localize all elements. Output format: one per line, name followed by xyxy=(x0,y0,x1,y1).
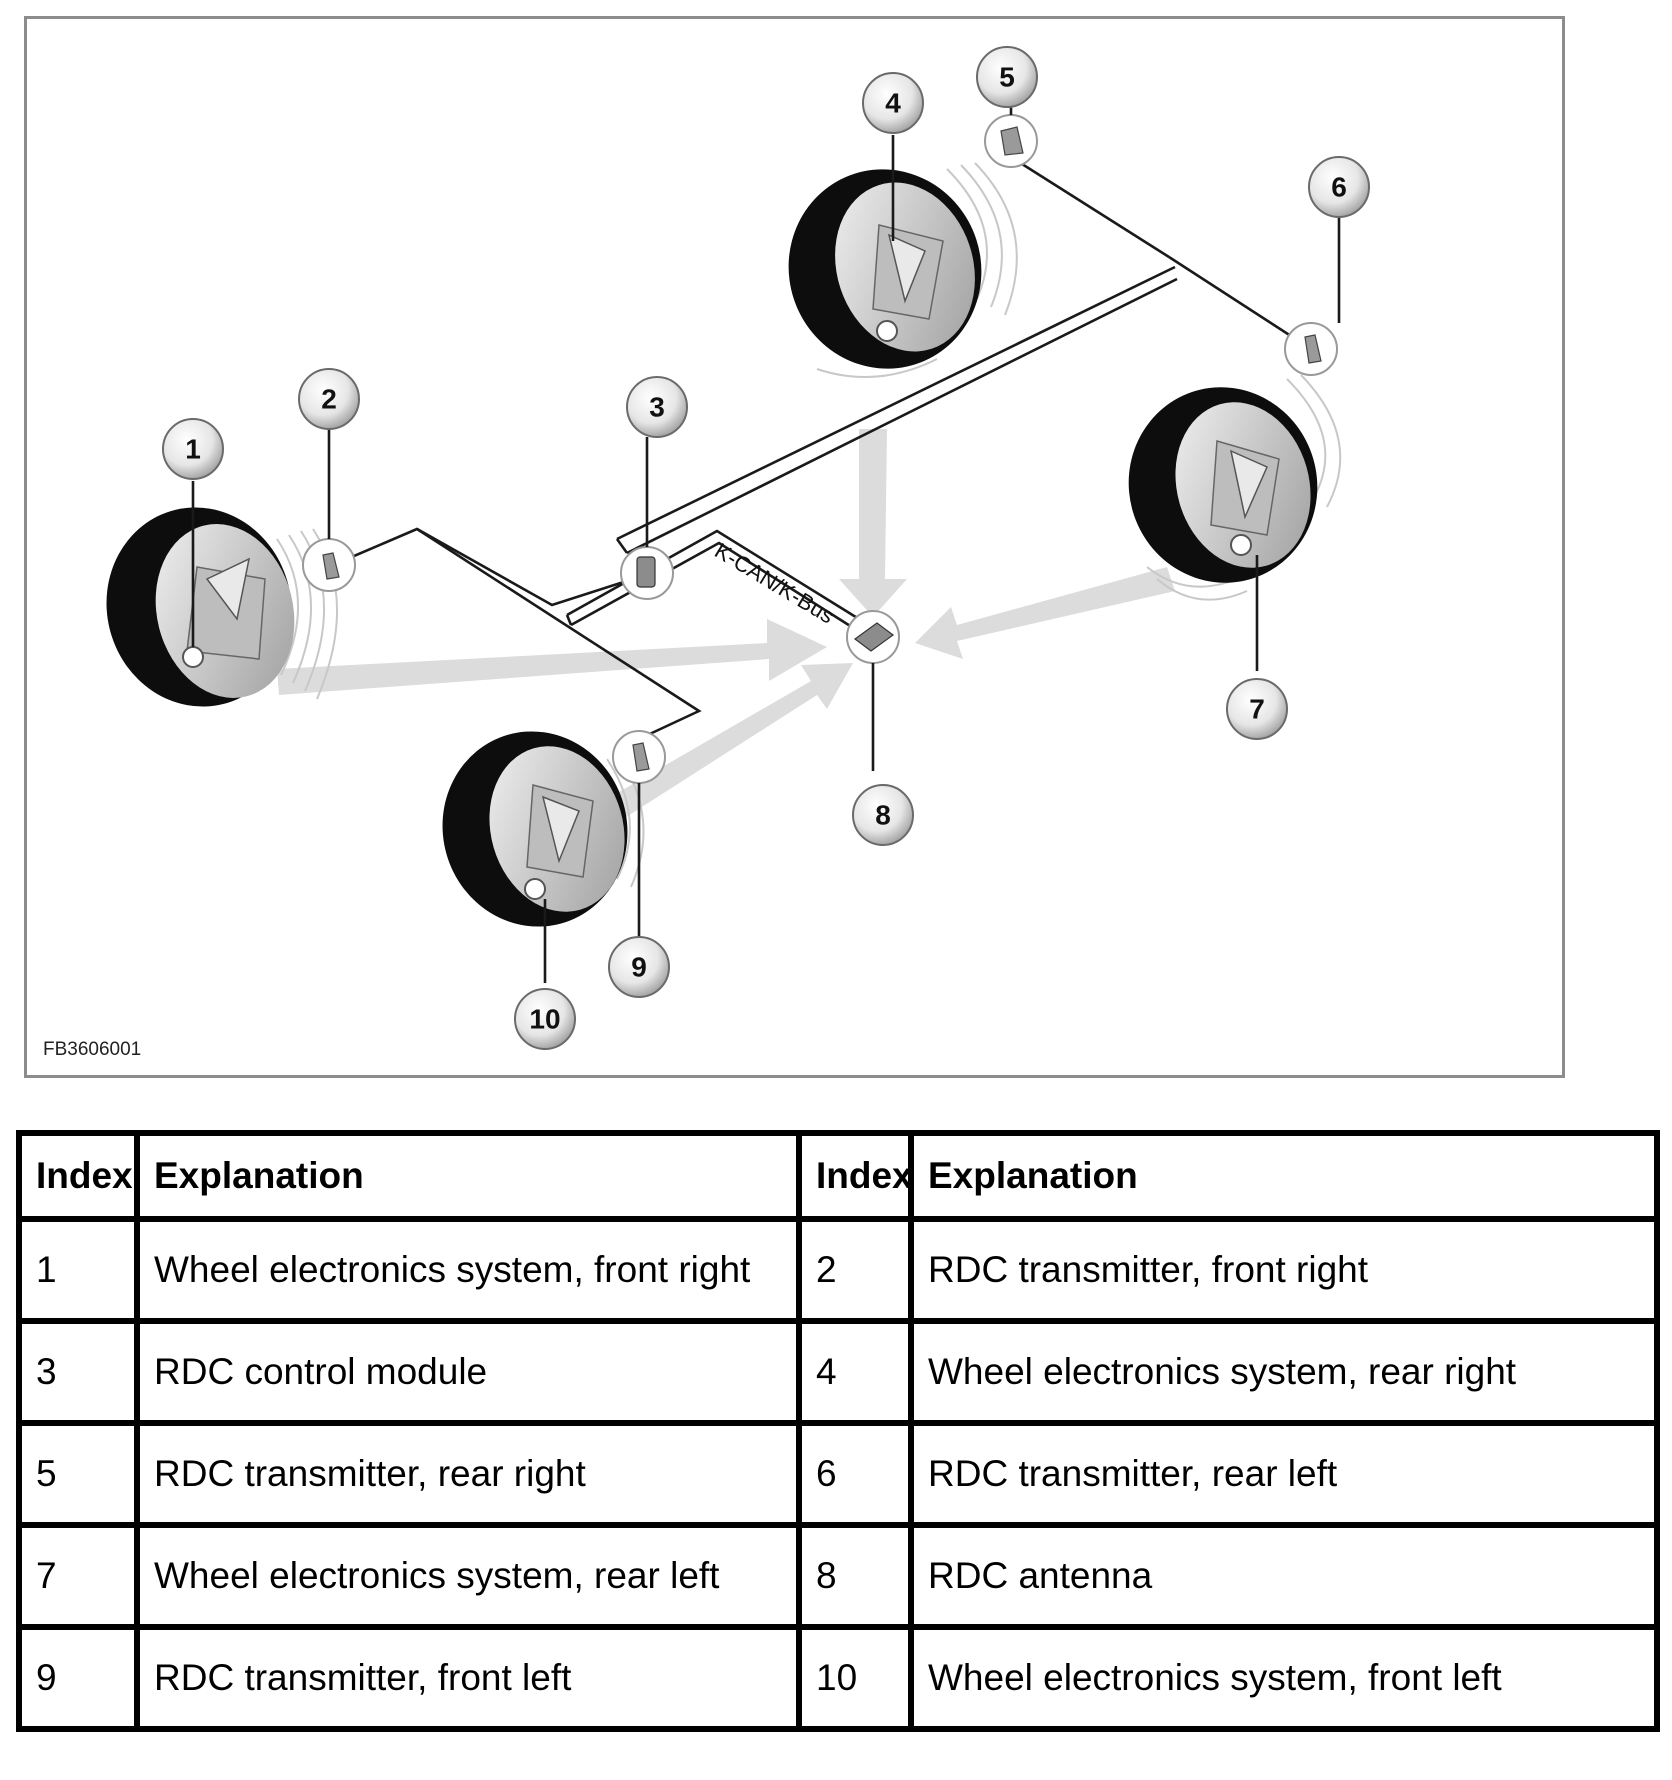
wire-transmitter-front-right xyxy=(346,527,640,607)
svg-text:8: 8 xyxy=(875,800,891,831)
wire-transmitter-rear-right xyxy=(1010,155,1170,259)
index-cell: 5 xyxy=(16,1420,140,1528)
callout-4: 4 xyxy=(862,72,924,134)
legend-header-row: Index Explanation Index Explanation xyxy=(16,1130,1660,1222)
index-cell: 10 xyxy=(796,1624,914,1732)
table-row: 9 RDC transmitter, front left 10 Wheel e… xyxy=(16,1624,1660,1732)
svg-text:9: 9 xyxy=(631,952,647,983)
components xyxy=(302,114,1338,784)
wheel-rear-right xyxy=(788,162,1018,378)
wire-kcan-a xyxy=(566,529,860,621)
header-index-1: Index xyxy=(16,1130,140,1222)
wire-kcan-b xyxy=(570,541,856,631)
svg-text:3: 3 xyxy=(649,392,665,423)
explanation-cell: Wheel electronics system, rear right xyxy=(908,1318,1660,1426)
index-cell: 8 xyxy=(796,1522,914,1630)
transmitter-front-right-node xyxy=(302,538,356,592)
index-cell: 6 xyxy=(796,1420,914,1528)
arrow-front-left xyxy=(607,663,853,819)
table-row: 3 RDC control module 4 Wheel electronics… xyxy=(16,1318,1660,1426)
index-cell: 9 xyxy=(16,1624,140,1732)
table-row: 5 RDC transmitter, rear right 6 RDC tran… xyxy=(16,1420,1660,1528)
transmitter-front-left-node xyxy=(612,730,666,784)
callout-9: 9 xyxy=(608,936,670,998)
wiring xyxy=(346,155,1312,741)
wheel-front-right xyxy=(106,507,338,707)
arrow-rear-left xyxy=(915,567,1175,659)
bus-label: K-CAN/K-Bus xyxy=(710,538,838,629)
svg-text:7: 7 xyxy=(1249,694,1265,725)
table-row: 7 Wheel electronics system, rear left 8 … xyxy=(16,1522,1660,1630)
wire-bus-upper-b xyxy=(626,277,1178,555)
signal-arrows xyxy=(277,429,1175,819)
arrow-rear-right xyxy=(839,429,907,617)
explanation-cell: Wheel electronics system, front right xyxy=(134,1216,802,1324)
header-explanation-1: Explanation xyxy=(134,1130,802,1222)
leader-lines xyxy=(191,105,1341,983)
callout-10: 10 xyxy=(514,988,576,1050)
control-module-node xyxy=(620,546,674,600)
rdc-system-illustration: K-CAN/K-Bus 1 2 3 4 5 6 7 xyxy=(43,46,1370,1060)
table-row: 1 Wheel electronics system, front right … xyxy=(16,1216,1660,1324)
transmitter-rear-left-node xyxy=(1284,322,1338,376)
explanation-cell: RDC transmitter, rear left xyxy=(908,1420,1660,1528)
explanation-cell: RDC control module xyxy=(134,1318,802,1426)
explanation-cell: RDC antenna xyxy=(908,1522,1660,1630)
index-cell: 4 xyxy=(796,1318,914,1426)
explanation-cell: Wheel electronics system, rear left xyxy=(134,1522,802,1630)
svg-text:10: 10 xyxy=(529,1004,560,1035)
wire-transmitter-rear-left xyxy=(1168,255,1312,351)
arrow-front-right xyxy=(277,619,827,695)
index-cell: 3 xyxy=(16,1318,140,1426)
explanation-cell: RDC transmitter, rear right xyxy=(134,1420,802,1528)
callout-5: 5 xyxy=(976,46,1038,108)
explanation-cell: RDC transmitter, front left xyxy=(134,1624,802,1732)
wheel-rear-left xyxy=(1128,374,1342,601)
figure-code: FB3606001 xyxy=(43,1039,141,1060)
callout-2: 2 xyxy=(298,368,360,430)
callout-7: 7 xyxy=(1226,678,1288,740)
wire-kcan-c xyxy=(565,614,573,626)
callout-6: 6 xyxy=(1308,156,1370,218)
index-cell: 7 xyxy=(16,1522,140,1630)
svg-text:2: 2 xyxy=(321,384,337,415)
explanation-cell: Wheel electronics system, front left xyxy=(908,1624,1660,1732)
transmitter-rear-right-node xyxy=(984,114,1038,168)
svg-text:5: 5 xyxy=(999,62,1015,93)
index-cell: 2 xyxy=(796,1216,914,1324)
system-diagram: K-CAN/K-Bus 1 2 3 4 5 6 7 xyxy=(24,16,1565,1078)
callout-8: 8 xyxy=(852,784,914,846)
header-explanation-2: Explanation xyxy=(908,1130,1660,1222)
header-index-2: Index xyxy=(796,1130,914,1222)
callout-3: 3 xyxy=(626,376,688,438)
svg-text:6: 6 xyxy=(1331,172,1347,203)
explanation-cell: RDC transmitter, front right xyxy=(908,1216,1660,1324)
svg-text:4: 4 xyxy=(885,88,901,119)
index-cell: 1 xyxy=(16,1216,140,1324)
wire-bus-upper-c xyxy=(615,538,629,554)
svg-text:1: 1 xyxy=(185,434,201,465)
callout-1: 1 xyxy=(162,418,224,480)
legend-table: Index Explanation Index Explanation 1 Wh… xyxy=(16,1130,1660,1732)
wire-bus-upper-a xyxy=(616,265,1176,541)
wire-transmitter-front-left xyxy=(416,527,702,741)
antenna-node xyxy=(846,610,900,664)
wheel-front-left xyxy=(442,731,645,927)
